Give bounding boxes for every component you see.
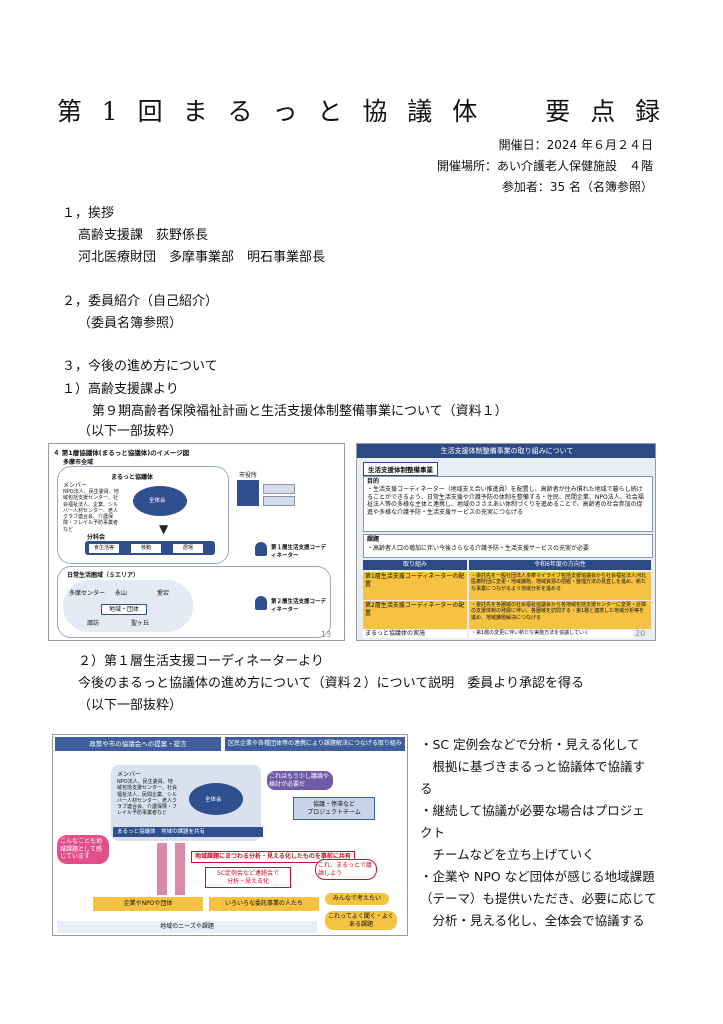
bullet-line: る (420, 781, 433, 796)
arrow-up-2 (175, 843, 185, 895)
info-box-1 (263, 484, 295, 494)
sub-box-2: 移動 (131, 544, 161, 553)
table-row-1-value: ・委託先を一般社団法人多摩マイライフ包括支援協議会から社会福祉法人河北医療財団に… (469, 572, 651, 600)
document-title: 第 1 回 ま る っ と 協 議 体 要 点 録 (56, 97, 667, 126)
slide-council-image: ４ 第1層協議体(まるっと協議体)のイメージ図 多摩市全域 まるっと協議体 メン… (48, 443, 345, 641)
table-row-2-key: 第2層生活支援コーディネーターの配置 (363, 601, 467, 629)
slide3-bubble3: これ、まるっとで議論しよう (315, 859, 377, 880)
table-row-2-value: ・委託先を各圏域の社会福祉協議会から各地域包括支援センターに変更・近隣の支援体制… (469, 601, 651, 629)
bullet-line: 分析・見える化し、全体会で協議する (420, 913, 645, 928)
bullet-line: ・企業や NPO など団体が感じる地域課題 (420, 869, 655, 884)
section1-line1: 高齢支援課 荻野係長 (78, 228, 209, 243)
slide2-box-title: 生活支援体制整備事業 (363, 462, 438, 476)
slide1-sc2: 第２層生活支援コーディネーター (271, 599, 327, 613)
section3-sub1: １）高齢支援課より (62, 382, 179, 397)
upper-area-frame (57, 466, 229, 564)
section2-line1: （委員名簿参照） (78, 316, 183, 331)
area-3: 愛宕 (157, 590, 170, 597)
slide2-issue: ・高齢者人口の増加に伴い今後さらなる介護予防・生活支援サービスの充実が必要 (367, 545, 590, 552)
slide3-analysis-bar: 地域課題にまつわる分析・見える化したものを事前に共有 (191, 851, 355, 863)
slide3-bubble4: みんなで考えたい (325, 893, 389, 905)
slide1-members: NPO法人、民生委員、地域包括支援センター、社会福祉法人、企業、シルバー人材セン… (63, 489, 119, 533)
bullet-list: ・SC 定例会などで分析・見える化して 根拠に基づきまるっと協議体で協議す る … (420, 734, 670, 932)
slide3-top-left: 政策や市の協議会への提案・提言 (55, 737, 221, 751)
person-icon (255, 596, 267, 610)
issue-box (363, 534, 653, 558)
area-1: 多摩センター (69, 590, 106, 597)
section3-sub2-note: （以下一部抜粋） (78, 698, 183, 713)
table-row-3-value: ・第1層の変更に伴い新たな実施方法を協議していく (469, 630, 633, 638)
area-2: 永山 (115, 590, 128, 597)
section1-heading: １，挨拶 (62, 206, 115, 221)
slide2-issue-label: 課題 (367, 536, 380, 543)
meeting-table (189, 783, 243, 815)
table-header-1: 取り組み (363, 560, 467, 570)
meeting-table (133, 486, 187, 516)
slide3-bottom: 地域のニーズや課題 (57, 921, 317, 933)
area-4: 地域・団体 (101, 604, 147, 615)
slide1-sc1: 第１層生活支援コーディネーター (271, 545, 327, 559)
slide3-members: NPO法人、民生委員、地域包括支援センター、社会福祉法人、民間企業、シルバー人材… (117, 779, 178, 817)
slide1-area: 多摩市全域 (63, 459, 94, 466)
purpose-box (363, 476, 653, 532)
arrow-up-1 (157, 843, 167, 895)
table-header-2: 令和6年度の方向性 (469, 560, 651, 570)
section3-sub2: ２）第１層生活支援コーディネーターより (78, 654, 324, 669)
lower-area-frame (57, 566, 331, 638)
section1-line2: 河北医療財団 多摩事業部 明石事業部長 (78, 250, 326, 265)
meeting-attendees: 参加者：35 名（名簿参照） (501, 180, 653, 194)
slide-future-plan: 政策や市の協議会への提案・提言 区民企業や各種団体等の連携により課題解決につなげ… (52, 734, 408, 936)
info-box-2 (263, 496, 295, 506)
bullet-line: （テーマ）も提供いただき、必要に応じて (420, 891, 657, 906)
table-row-1-key: 第1層生活支援コーディネーターの配置 (363, 572, 467, 600)
table-row-3-key: まるっと協議体の実施 (363, 630, 467, 638)
slide3-council-note: まるっと協議体 地域の課題を共有 (113, 827, 263, 837)
slide3-members-label: メンバー (117, 771, 142, 778)
meeting-venue: 開催場所：あい介護老人保健施設 ４階 (436, 159, 653, 173)
bullet-line: クト (420, 825, 446, 840)
slide1-page-number: 13 (321, 630, 332, 639)
slide3-bubble5: これってよく聞く・よくある課題 (325, 911, 397, 930)
slide3-company: 企業やNPOや団体 (93, 897, 203, 911)
section2-heading: ２，委員紹介（自己紹介） (62, 294, 219, 309)
slide1-city: 市役所 (239, 472, 258, 479)
down-arrow-icon: ▼ (159, 522, 169, 536)
person-icon (255, 542, 267, 556)
building-icon (237, 480, 259, 506)
meeting-date: 開催日：2024 年６月２４日 (498, 138, 653, 152)
sub-box-1: 食生活等 (89, 544, 119, 553)
slide-support-system: 生活支援体制整備事業の取り組みについて 生活支援体制整備事業 目的 ・生活支援コ… (356, 443, 656, 641)
slide1-heading: ４ 第1層協議体(まるっと協議体)のイメージ図 (53, 449, 190, 457)
bullet-line: 根拠に基づきまるっと協議体で協議す (420, 759, 646, 774)
slide3-bubble1: これはもう少し議論や検討が必要だ (267, 771, 333, 790)
slide2-page-number: 20 (635, 629, 646, 638)
slide3-people: いろいろな委託事業の人たち (209, 897, 319, 911)
section3-heading: ３，今後の進め方について (62, 359, 218, 374)
slide2-purpose-label: 目的 (367, 478, 380, 485)
slide3-sc-box: SC定例会など連絡会で 分析・見える化 (205, 867, 291, 888)
slide1-subgroup: 分科会 (87, 534, 106, 541)
bullet-line: ・継続して協議が必要な場合はプロジェ (420, 803, 645, 818)
bullet-line: ・SC 定例会などで分析・見える化して (420, 737, 640, 752)
slide1-council: まるっと協議体 (111, 474, 154, 481)
slide3-top-right: 区民企業や各種団体等の連携により課題解決につなげる取り組み (225, 737, 405, 751)
section3-sub2-desc: 今後のまるっと協議体の進め方について（資料２）について説明 委員より承認を得る (78, 676, 584, 691)
section3-sub1-note: （以下一部抜粋） (78, 424, 183, 439)
area-6: 聖ヶ丘 (131, 620, 150, 627)
slide3-bubble2: こんなことも地域課題として感じています (57, 835, 109, 864)
section3-sub1-desc: 第９期高齢者保険福祉計画と生活支援体制整備事業について（資料１） (92, 404, 508, 419)
slide3-project: 協議・停滞など プロジェクトチーム (293, 797, 375, 820)
sub-box-3: 居場 (173, 544, 203, 553)
slide2-purpose: ・生活支援コーディネーター（地域支え合い推進員）を配置し、高齢者が住み慣れた地域… (367, 486, 644, 516)
slide1-members-label: メンバー (63, 482, 88, 489)
area-5: 諏訪 (87, 620, 100, 627)
slide1-chair: 全体会 (149, 498, 166, 504)
slide1-layer2: 日常生活圏域（５エリア） (67, 572, 140, 579)
slide2-banner: 生活支援体制整備事業の取り組みについて (357, 444, 655, 458)
slide3-chair: 全体会 (205, 797, 222, 803)
bullet-line: チームなどを立ち上げていく (420, 847, 595, 862)
